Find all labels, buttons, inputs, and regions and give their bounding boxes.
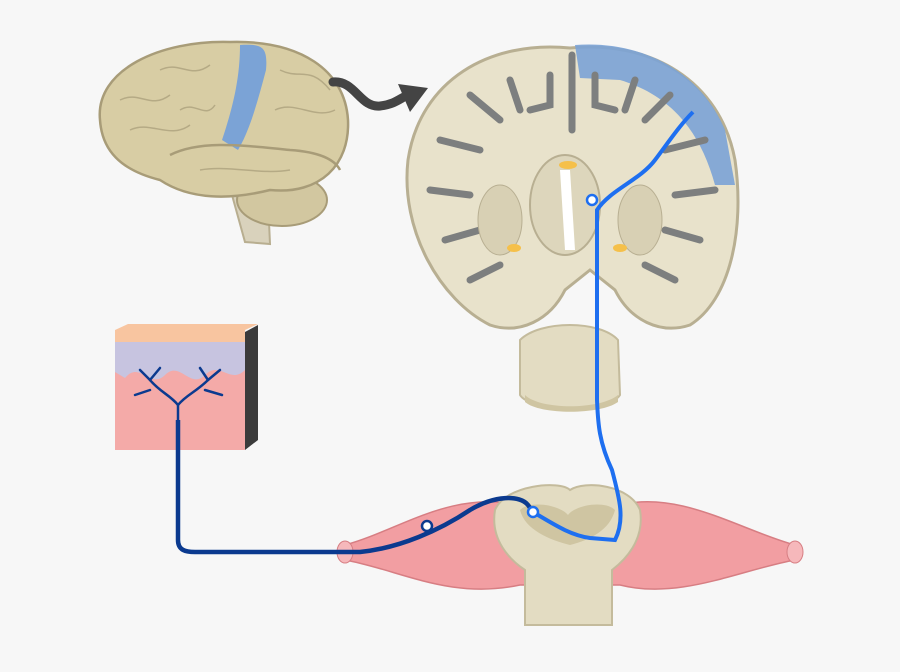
coronal-brain-section-icon [405, 44, 740, 330]
spinal-neuron [526, 505, 540, 519]
ascending-pathway [531, 110, 695, 543]
thalamic-neuron [585, 193, 599, 207]
dorsal-root-ganglion-neuron [420, 519, 434, 533]
afferent-pathway [175, 420, 535, 555]
lateral-brain-icon [98, 40, 350, 246]
arrow-icon [328, 77, 415, 111]
arrow-head-icon [398, 84, 428, 112]
skin-block-icon [115, 324, 258, 450]
spinal-cord-section-icon [336, 484, 804, 626]
medulla-section-icon [519, 324, 622, 412]
